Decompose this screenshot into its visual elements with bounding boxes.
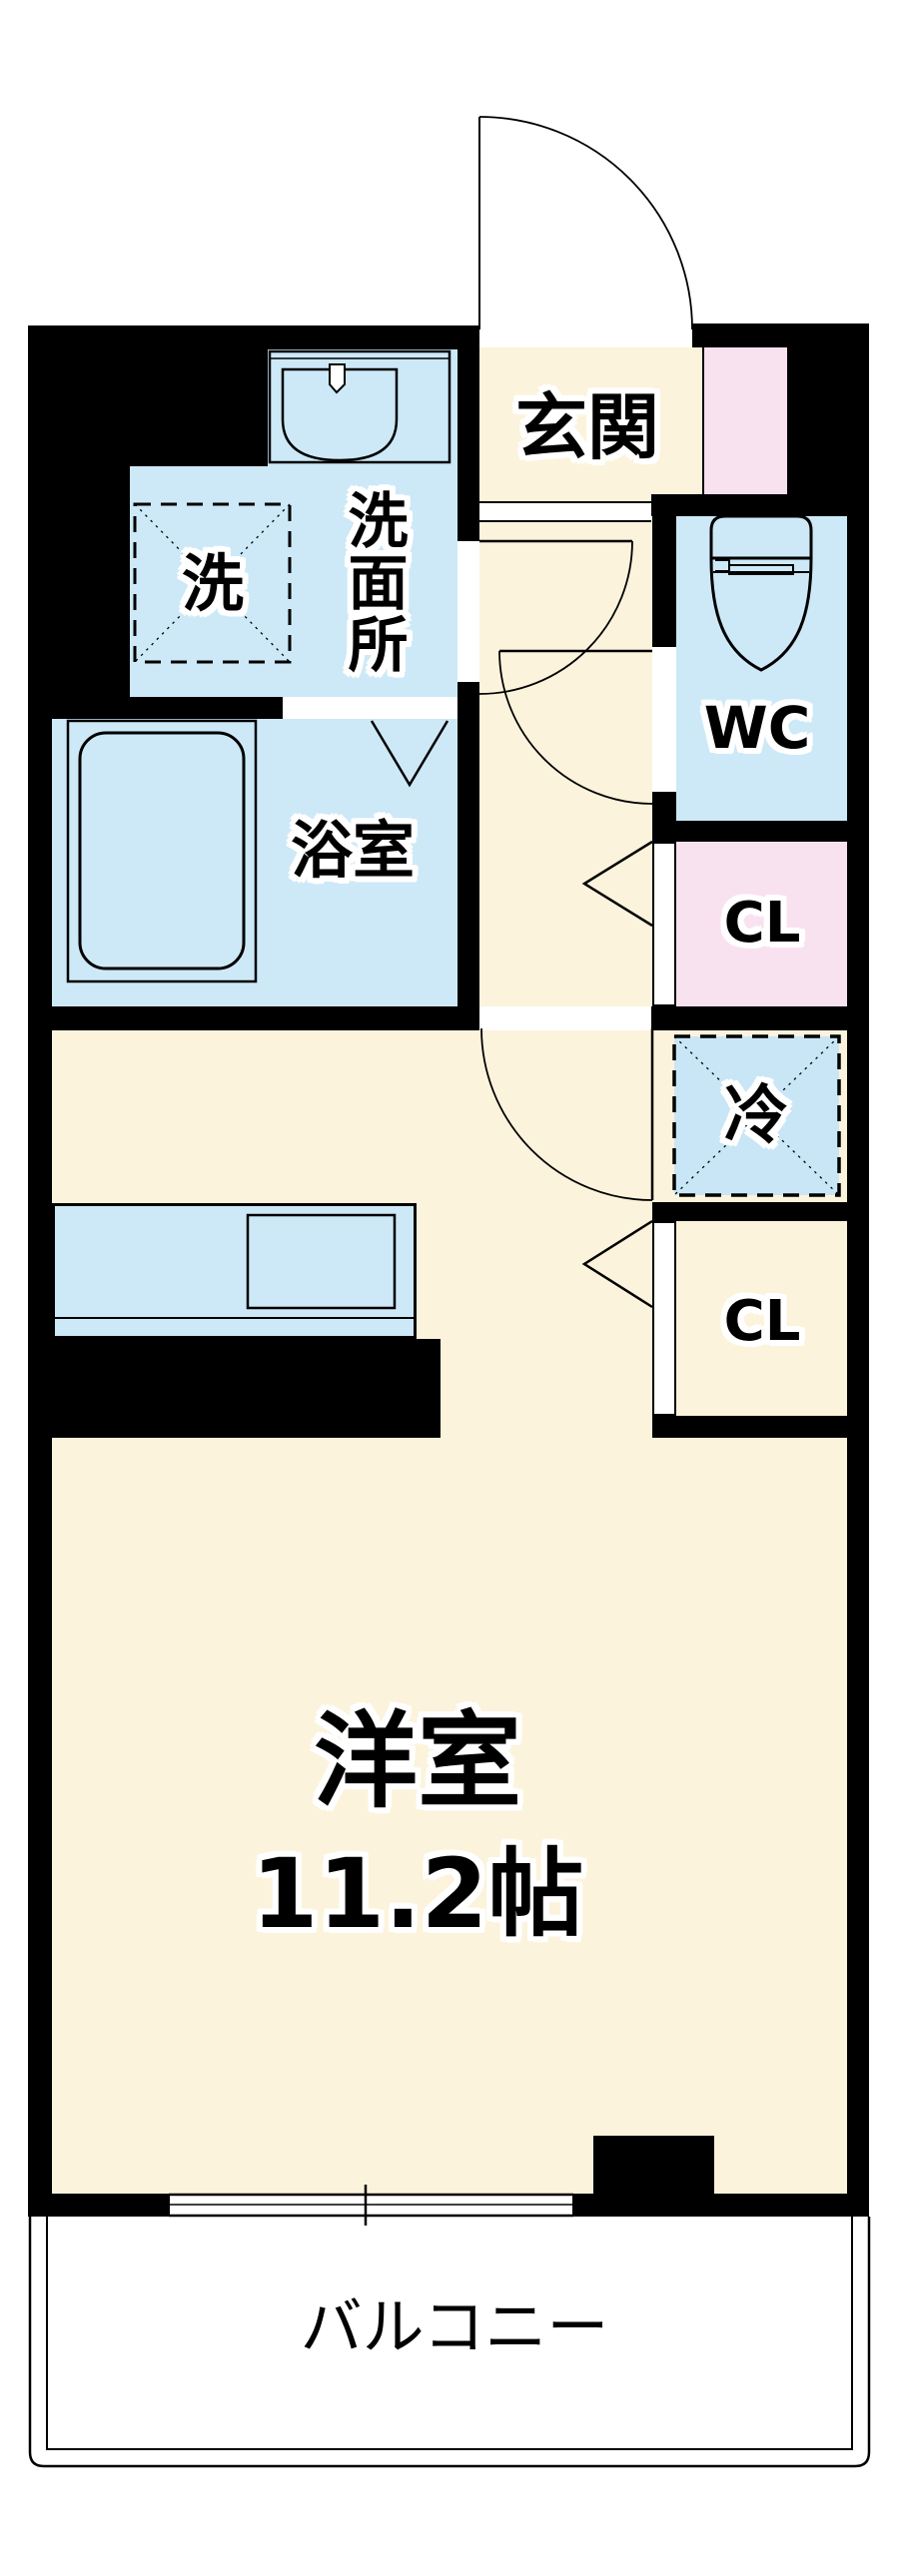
- closet-lower-door-mark: [581, 1219, 653, 1309]
- wall-wc-jamb-lower: [652, 792, 676, 842]
- main-room-label: 洋室: [313, 1700, 522, 1822]
- wall-washroom-bathroom: [52, 697, 283, 719]
- main-room-door: [480, 1027, 654, 1201]
- main-room-size: 11.2帖: [251, 1838, 584, 1950]
- wall-closet-lower-bottom: [652, 1416, 869, 1438]
- wc-door-opening: [652, 647, 676, 792]
- wall-bottom-right: [573, 2194, 869, 2217]
- washer-space-label: 洗: [181, 547, 245, 620]
- main-room-doorway: [479, 1006, 651, 1030]
- entrance-floor-lower: [479, 494, 651, 501]
- wall-washroom-corner-block: [130, 349, 268, 466]
- wall-right: [847, 494, 869, 2217]
- closet-upper-label: CL: [723, 891, 801, 956]
- closet-lower-label: CL: [723, 1289, 801, 1354]
- bathroom-label: 浴室: [290, 814, 416, 887]
- fridge-space-box: [672, 1034, 841, 1197]
- wall-fridge-closet-band: [652, 1202, 869, 1221]
- pillar-bottom: [593, 2136, 714, 2196]
- wall-main-band: [28, 1006, 869, 1030]
- closet-upper-door-mark: [581, 840, 653, 928]
- fridge-space-label: 冷: [724, 1079, 788, 1153]
- closet-upper-door: [652, 842, 676, 1006]
- closet-lower-door: [652, 1221, 676, 1416]
- bathtub: [66, 719, 258, 983]
- wall-left-top-chunk: [28, 325, 130, 697]
- bathroom-door-opening: [283, 697, 457, 719]
- hallway-floor: [479, 522, 652, 1006]
- balcony-rail: [28, 2217, 871, 2468]
- closet-upper-floor: [676, 842, 847, 1006]
- washing-machine-space: [133, 502, 292, 664]
- main-window: [168, 2185, 574, 2226]
- entrance-step: [479, 501, 651, 522]
- entrance-floor: [479, 347, 702, 494]
- wall-under-entrance: [651, 494, 869, 516]
- kitchen-counter: [52, 1203, 417, 1339]
- wall-wc-jamb-upper: [652, 516, 676, 647]
- washroom-label: 洗面所: [338, 489, 408, 675]
- washroom-door-opening: [457, 541, 479, 682]
- washroom-door: [478, 539, 633, 695]
- shoe-cabinet: [702, 346, 789, 494]
- washbasin: [268, 349, 451, 464]
- wall-bottom-left: [28, 2194, 169, 2217]
- bathroom-folding-door-mark: [370, 720, 450, 788]
- entrance-label: 玄関: [514, 385, 660, 469]
- wc-label: WC: [703, 694, 811, 762]
- balcony-label: バルコニー: [300, 2290, 609, 2363]
- front-door: [478, 116, 693, 330]
- wc-door: [498, 649, 653, 805]
- kitchen-sink: [54, 1213, 414, 1319]
- wall-entrance-right-chunk: [787, 323, 869, 494]
- wall-kitchen-block: [28, 1339, 441, 1438]
- wall-wc-closet-band: [676, 821, 847, 842]
- washroom-floor: [268, 349, 457, 697]
- toilet: [709, 514, 813, 672]
